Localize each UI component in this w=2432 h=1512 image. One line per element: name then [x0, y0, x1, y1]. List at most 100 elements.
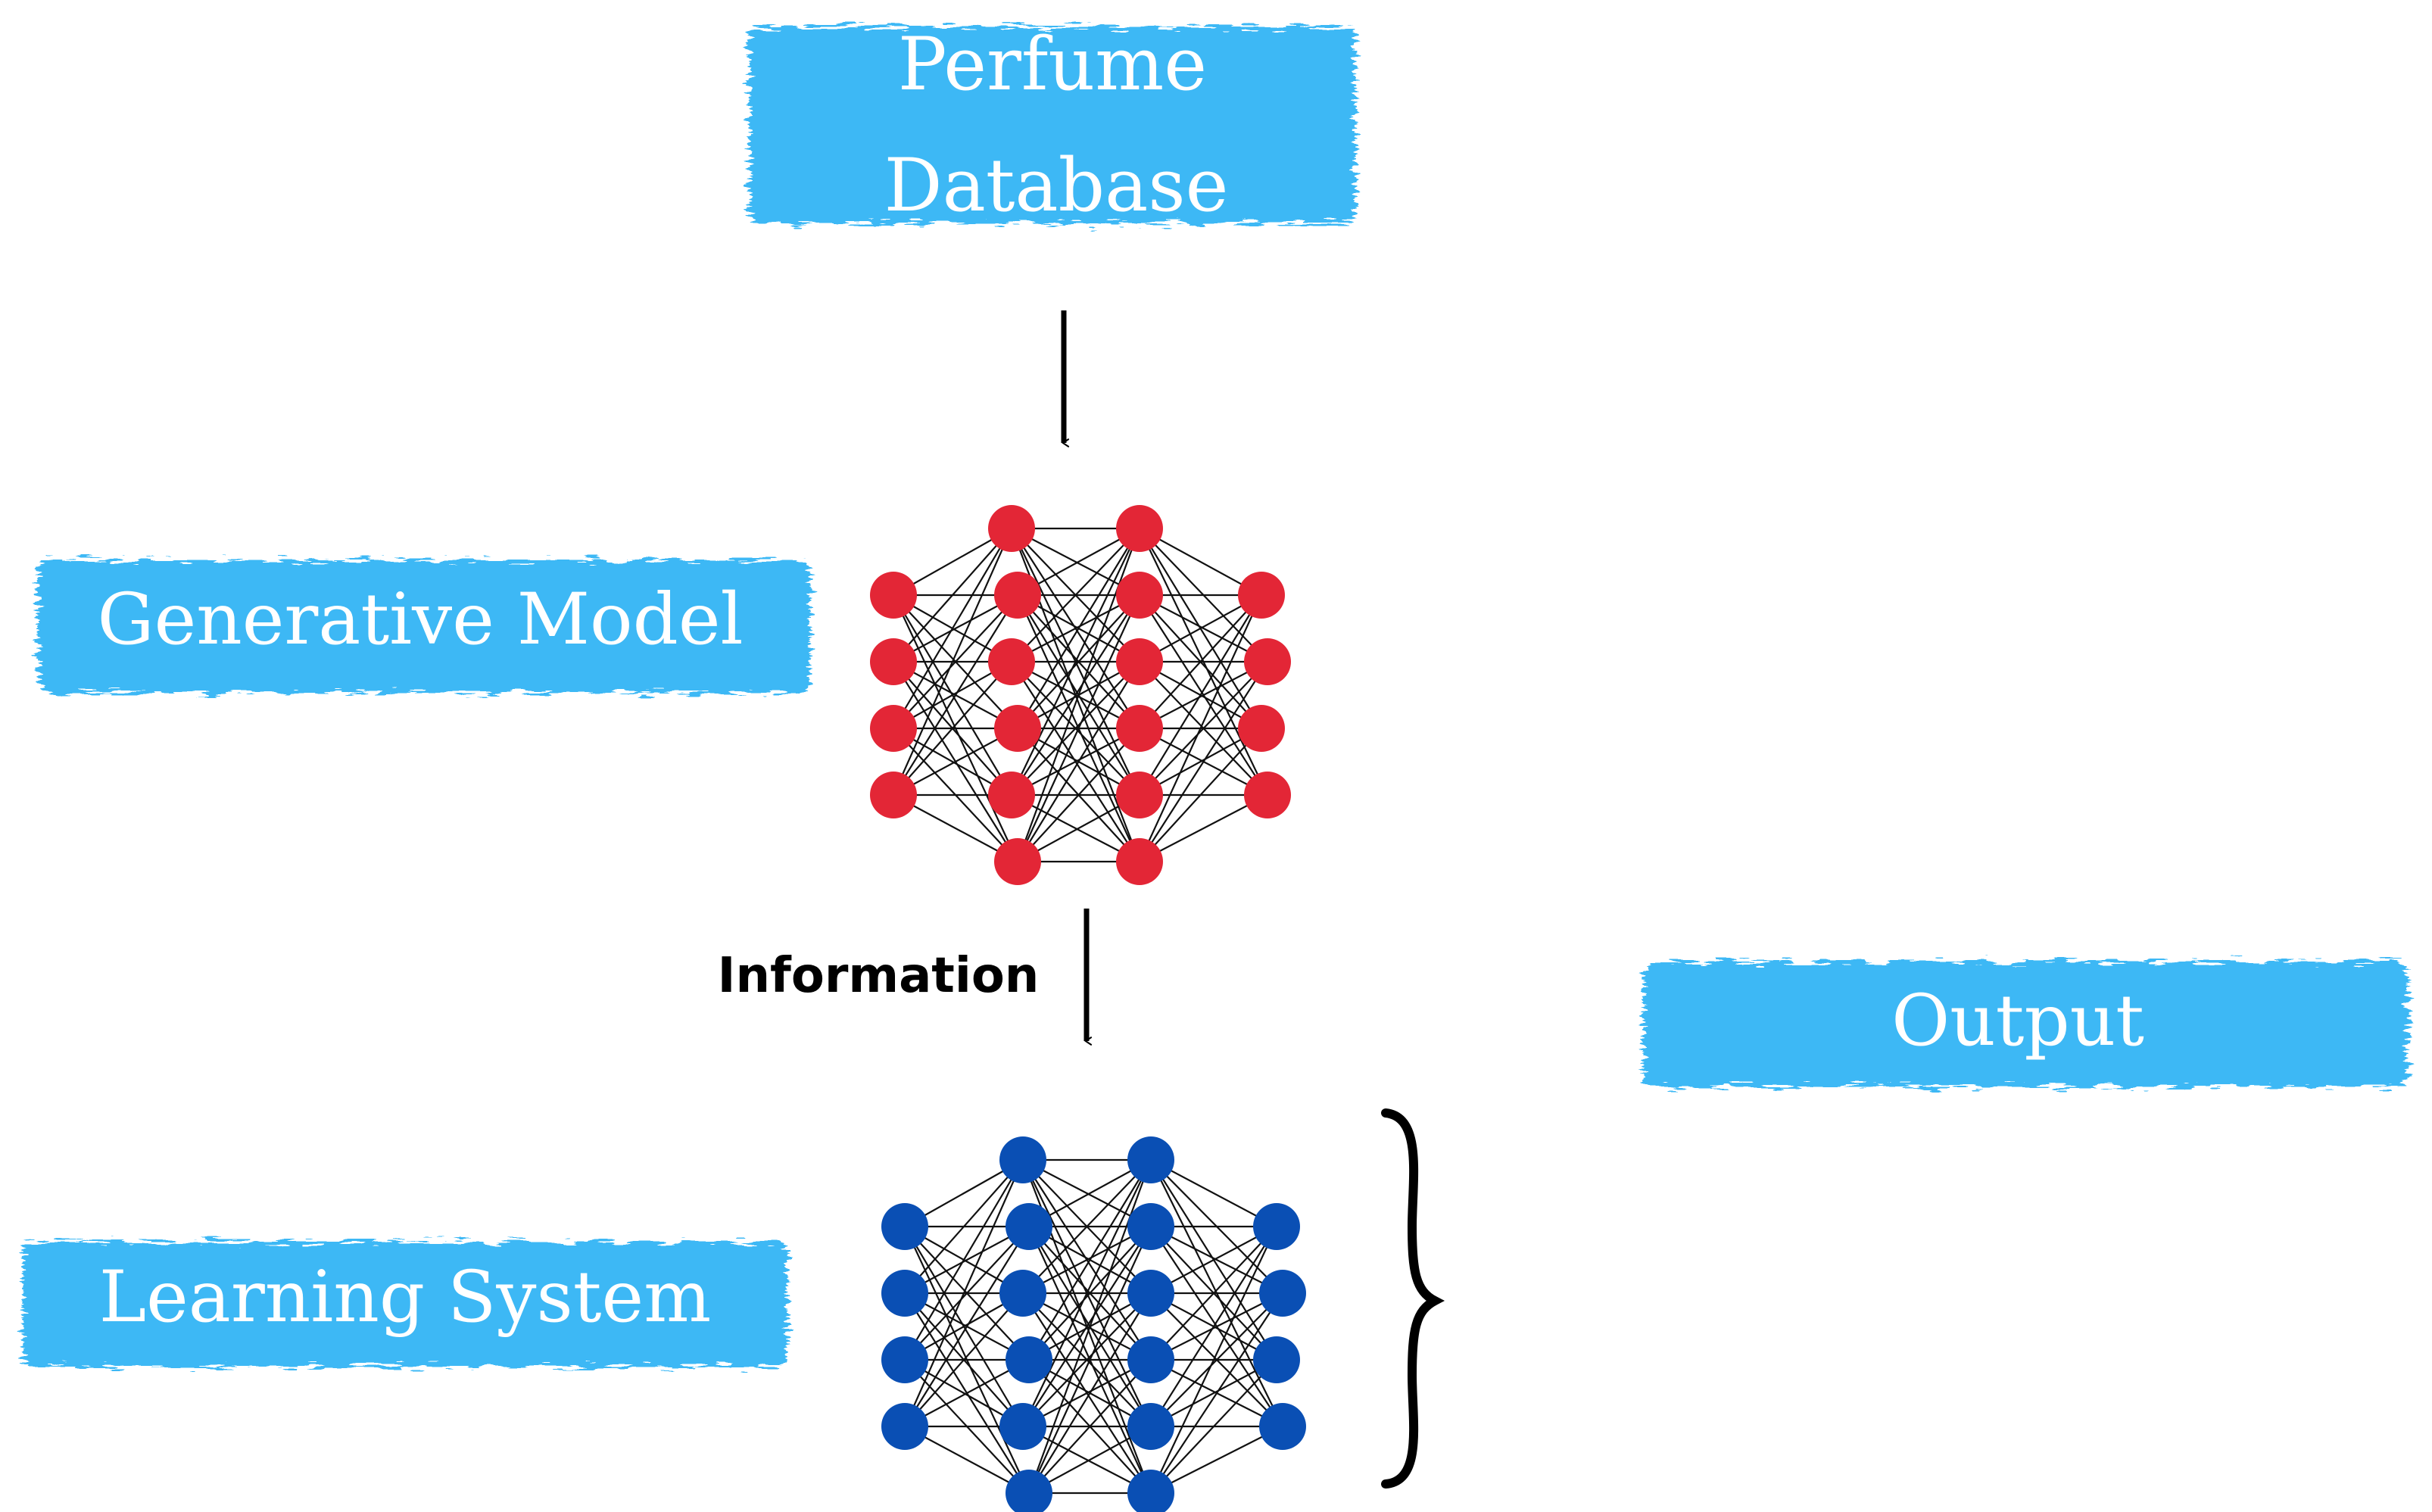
net-learning-edge-1-4-5	[1022, 1426, 1152, 1494]
net-generative-edge-1-2-0	[1011, 528, 1140, 662]
net-learning-edge-2-5-1	[1150, 1292, 1283, 1494]
net-learning-node-1-4	[999, 1403, 1046, 1450]
net-generative-edge-1-4-5	[1011, 794, 1140, 862]
net-learning-node-2-5	[1127, 1470, 1174, 1512]
net-generative-edge-0-3-3	[893, 728, 1018, 796]
net-learning-node-2-1	[1127, 1203, 1174, 1250]
net-learning-edge-2-3-1	[1150, 1292, 1283, 1361]
net-generative-edge-2-3-0	[1139, 594, 1262, 729]
net-generative-edge-0-1-1	[893, 594, 1018, 662]
net-learning-node-3-2	[1253, 1336, 1300, 1383]
net-generative-edge-2-5-3	[1139, 794, 1268, 862]
learning-system-text: Learning System	[99, 1256, 712, 1339]
curly-brace	[1381, 1108, 1445, 1489]
net-generative-node-3-2	[1238, 705, 1285, 752]
net-learning-edge-1-5-2	[1028, 1292, 1152, 1494]
net-learning-edge-1-5-3	[1028, 1359, 1152, 1494]
perfume-database-line-2: Database	[884, 143, 1229, 228]
net-generative-edge-1-4-3	[1011, 728, 1140, 796]
net-generative-edge-1-4-0	[1011, 528, 1140, 796]
net-learning-edge-0-3-3	[904, 1359, 1030, 1427]
net-learning-edge-0-3-2	[904, 1292, 1024, 1427]
net-learning-node-1-3	[1006, 1336, 1052, 1383]
net-generative-node-0-2	[870, 705, 917, 752]
net-learning-edge-0-2-0	[904, 1159, 1024, 1361]
output-text: Output	[1891, 980, 2144, 1062]
generative-neural-network	[870, 505, 1291, 885]
net-learning-node-0-2	[881, 1336, 928, 1383]
net-learning-node-2-2	[1127, 1270, 1174, 1317]
net-learning-edge-0-2-1	[904, 1226, 1030, 1361]
net-learning-node-1-0	[999, 1136, 1046, 1183]
net-learning-edge-2-5-3	[1150, 1426, 1283, 1494]
net-generative-node-1-3	[994, 705, 1041, 752]
net-learning-node-2-0	[1127, 1136, 1174, 1183]
net-generative-edge-0-3-1	[893, 594, 1018, 796]
net-generative-edge-1-3-1	[1017, 594, 1140, 729]
learning-neural-network	[881, 1136, 1306, 1512]
net-generative-edge-0-3-0	[892, 528, 1013, 796]
net-generative-node-2-4	[1116, 772, 1163, 818]
net-learning-edge-2-3-0	[1150, 1226, 1277, 1361]
net-generative-edge-1-3-0	[1017, 528, 1140, 729]
net-learning-edge-2-2-0	[1150, 1226, 1277, 1294]
net-learning-edge-1-3-1	[1028, 1226, 1152, 1361]
net-learning-edge-0-3-0	[903, 1159, 1024, 1427]
learning-system-label: Learning System	[23, 1242, 787, 1367]
net-generative-edge-2-1-1	[1139, 594, 1268, 662]
learning-system-brush-bg	[23, 1242, 787, 1367]
net-learning-node-3-0	[1253, 1203, 1300, 1250]
net-learning-node-2-4	[1127, 1403, 1174, 1450]
net-learning-node-1-1	[1006, 1203, 1052, 1250]
net-generative-edge-2-5-2	[1139, 728, 1262, 862]
output-label: Output	[1643, 962, 2408, 1086]
net-learning-edge-2-4-1	[1150, 1292, 1283, 1427]
net-generative-edge-1-5-1	[1016, 594, 1141, 862]
net-learning-node-3-1	[1259, 1270, 1306, 1317]
generative-model-brush-bg	[38, 560, 810, 693]
net-generative-edge-0-3-2	[893, 661, 1012, 796]
information-label: Information	[718, 948, 1040, 1004]
net-learning-edge-2-5-2	[1150, 1359, 1277, 1494]
net-learning-edge-1-5-1	[1027, 1226, 1152, 1494]
net-generative-node-1-2	[988, 638, 1035, 685]
net-generative-edge-1-5-3	[1017, 728, 1140, 862]
net-learning-node-3-3	[1259, 1403, 1306, 1450]
output-brush-bg	[1643, 962, 2408, 1086]
net-generative-edge-0-3-5	[893, 794, 1018, 862]
net-learning-node-0-0	[881, 1203, 928, 1250]
perfume-database-label: Perfume Database	[750, 22, 1355, 228]
net-generative-node-2-1	[1116, 572, 1163, 619]
net-learning-node-0-3	[881, 1403, 928, 1450]
net-generative-edge-1-4-2	[1011, 661, 1140, 796]
net-generative-node-3-0	[1238, 572, 1285, 619]
net-generative-node-2-0	[1116, 505, 1163, 552]
net-generative-edge-1-5-2	[1017, 661, 1140, 862]
net-generative-edge-1-4-1	[1011, 594, 1140, 796]
perfume-database-line-1: Perfume	[898, 22, 1207, 107]
net-learning-edge-1-2-1	[1022, 1226, 1152, 1294]
net-generative-edge-1-2-1	[1011, 594, 1140, 662]
net-learning-edge-1-4-2	[1022, 1292, 1152, 1427]
net-learning-edge-2-4-0	[1150, 1226, 1277, 1427]
net-generative-node-1-0	[988, 505, 1035, 552]
net-learning-edge-1-4-3	[1022, 1359, 1152, 1427]
net-generative-edge-0-1-0	[893, 528, 1012, 662]
net-generative-edge-1-0-1	[1011, 528, 1140, 596]
net-generative-node-1-4	[988, 772, 1035, 818]
net-generative-node-2-5	[1116, 838, 1163, 885]
net-generative-node-0-1	[870, 638, 917, 685]
net-learning-edge-1-3-0	[1028, 1159, 1152, 1361]
net-generative-node-0-0	[870, 572, 917, 619]
net-generative-edge-2-5-0	[1138, 594, 1263, 862]
net-learning-edge-1-0-1	[1022, 1159, 1152, 1227]
net-learning-edge-2-0-0	[1150, 1159, 1277, 1227]
net-learning-node-1-2	[999, 1270, 1046, 1317]
net-learning-edge-1-4-1	[1022, 1226, 1152, 1427]
generative-model-text: Generative Model	[97, 578, 743, 661]
net-learning-edge-1-2-0	[1022, 1159, 1152, 1294]
net-generative-node-2-3	[1116, 705, 1163, 752]
net-generative-node-1-1	[994, 572, 1041, 619]
net-learning-edge-0-3-5	[904, 1426, 1030, 1494]
net-generative-edge-0-2-1	[893, 594, 1018, 729]
